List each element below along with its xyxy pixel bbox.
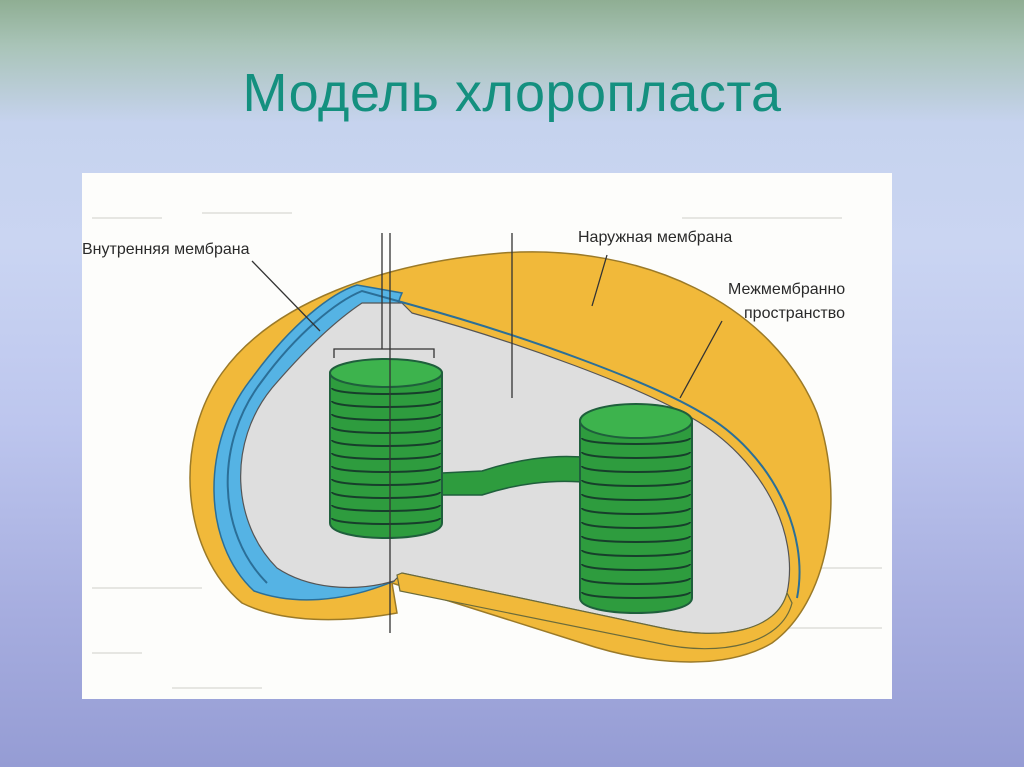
thylakoid-disc xyxy=(331,504,441,512)
thylakoid-disc xyxy=(581,591,691,599)
thylakoid-disc xyxy=(581,507,691,515)
thylakoid-disc xyxy=(331,387,441,395)
chloroplast-diagram xyxy=(92,212,882,689)
thylakoid-disc xyxy=(581,577,691,585)
thylakoid-disc xyxy=(581,493,691,501)
thylakoid-disc xyxy=(331,478,441,486)
thylakoid-disc xyxy=(581,437,691,445)
thylakoid-disc xyxy=(581,563,691,571)
thylakoid-disc xyxy=(331,491,441,499)
label-intermembrane-line1: Межмембранно xyxy=(728,281,846,298)
granum-bracket xyxy=(333,348,435,358)
thylakoid-disc xyxy=(331,452,441,460)
thylakoid-disc xyxy=(581,465,691,473)
thylakoid-disc xyxy=(331,517,441,525)
thylakoid-disc xyxy=(331,400,441,408)
thylakoid-disc xyxy=(331,426,441,434)
label-inner-membrane: Внутренняя мембрана xyxy=(82,241,250,258)
thylakoid-disc xyxy=(331,465,441,473)
inner-membrane-edge xyxy=(226,289,801,599)
chloroplast-figure: Внутренняя мембрана Наружная мембрана Ме… xyxy=(82,173,892,699)
thylakoid-disc xyxy=(581,535,691,543)
label-outer-membrane: Наружная мембрана xyxy=(578,229,733,246)
leader-lines xyxy=(251,233,723,633)
thylakoid-disc xyxy=(581,451,691,459)
granum-left-discs xyxy=(331,387,441,525)
front-rim xyxy=(396,572,793,650)
granum-right-discs xyxy=(581,437,691,599)
thylakoid-disc xyxy=(581,479,691,487)
thylakoid-disc xyxy=(331,413,441,421)
slide-title: Модель хлоропласта xyxy=(242,63,782,123)
thylakoid-disc xyxy=(581,549,691,557)
thylakoid-disc xyxy=(581,521,691,529)
thylakoid-disc xyxy=(331,439,441,447)
label-intermembrane-line2: пространство xyxy=(744,305,845,322)
